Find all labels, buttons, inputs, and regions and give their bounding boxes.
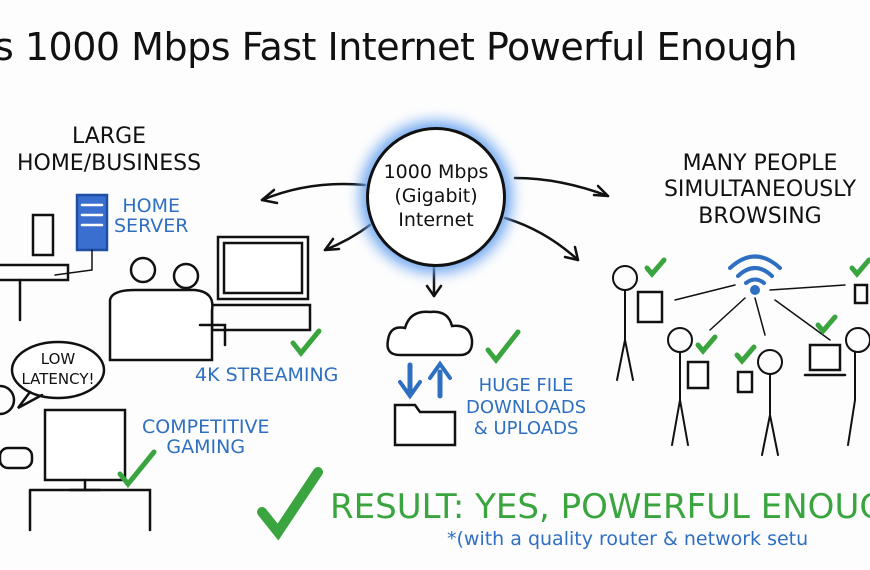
left-heading-line-2: HOME/BUSINESS (16, 151, 202, 177)
phone-icon (736, 283, 869, 394)
laptop-icon (803, 343, 847, 377)
gamepad-icon (0, 446, 34, 470)
speech-text: LOW LATENCY! (16, 350, 100, 389)
right-heading-line-3: BROWSING (698, 203, 822, 229)
page-title: s 1000 Mbps Fast Internet Powerful Enoug… (0, 25, 798, 69)
center-line-2: (Gigabit) (394, 185, 478, 208)
result-text: RESULT: YES, POWERFUL ENOUG (330, 487, 870, 527)
person-icon (612, 265, 870, 456)
right-heading-line-1: MANY PEOPLE (682, 151, 838, 176)
speech-line-1: LOW (40, 350, 76, 368)
tablet-icon (636, 290, 710, 390)
sofa-icon (108, 256, 227, 362)
wifi-icon (728, 254, 782, 295)
right-heading-line-2: SIMULTANEOUSLY (663, 177, 857, 203)
tv-icon (210, 235, 312, 332)
left-heading: LARGE HOME/BUSINESS (4, 125, 214, 175)
speech-bubble (10, 340, 106, 410)
home-server-line-1: HOME (122, 195, 181, 217)
transfer-arrows-icon (398, 360, 452, 400)
monitor-icon (0, 213, 70, 322)
files-line-3: & UPLOADS (473, 418, 579, 440)
folder-icon (393, 403, 457, 447)
center-line-3: Internet (398, 208, 474, 231)
right-heading: MANY PEOPLE SIMULTANEOUSLY BROWSING (630, 151, 870, 230)
left-heading-line-1: LARGE (71, 124, 147, 149)
network-lines (674, 284, 846, 341)
files-line-1: HUGE FILE (478, 375, 574, 396)
gaming-line-2: GAMING (166, 435, 246, 458)
home-server-label: HOME SERVER (114, 195, 189, 237)
check-icon (117, 257, 870, 541)
home-server-line-2: SERVER (114, 214, 189, 237)
streaming-label: 4K STREAMING (195, 364, 339, 386)
center-circle: 1000 Mbps (Gigabit) Internet (366, 127, 506, 267)
gaming-monitor-icon (0, 384, 152, 532)
files-label: HUGE FILE DOWNLOADS & UPLOADS (466, 375, 586, 440)
files-line-2: DOWNLOADS (466, 396, 587, 418)
server-icon (54, 193, 109, 276)
gaming-line-1: COMPETITIVE (142, 416, 270, 438)
arrow-icon (260, 176, 610, 298)
footnote: *(with a quality router & network setu (447, 528, 809, 550)
gaming-label: COMPETITIVE GAMING (142, 416, 270, 458)
cloud-icon (386, 310, 474, 357)
center-line-1: 1000 Mbps (383, 161, 489, 184)
speech-line-2: LATENCY! (21, 369, 95, 388)
